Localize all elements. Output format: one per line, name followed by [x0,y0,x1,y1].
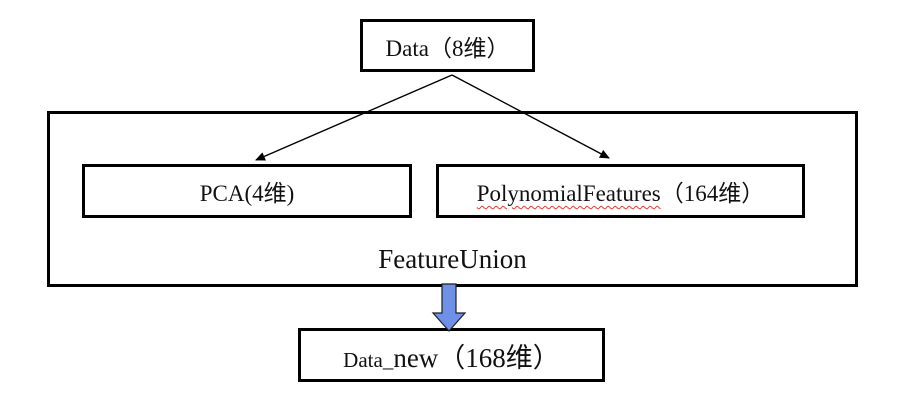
pca-node-label: PCA(4维) [199,181,295,206]
polynomialfeatures-node-label: PolynomialFeatures（164维） [477,174,764,208]
data-new-node: Data_new（168维） [298,328,605,382]
featureunion-label: FeatureUnion [378,244,527,274]
data-new-node-label: Data_new（168维） [343,336,560,375]
polynomialfeatures-underlined-text: PolynomialFeatures [476,181,661,206]
data-new-suffix-text: new（168维） [393,342,560,373]
polynomialfeatures-node: PolynomialFeatures（164维） [436,164,805,218]
data-node-label: Data（8维） [385,35,510,61]
data-new-prefix-text: Data_ [343,347,394,372]
blue-down-arrow [431,283,467,332]
data-node: Data（8维） [360,19,535,72]
polynomialfeatures-dimension-text: （164维） [660,181,765,206]
pca-node: PCA(4维) [82,164,412,218]
